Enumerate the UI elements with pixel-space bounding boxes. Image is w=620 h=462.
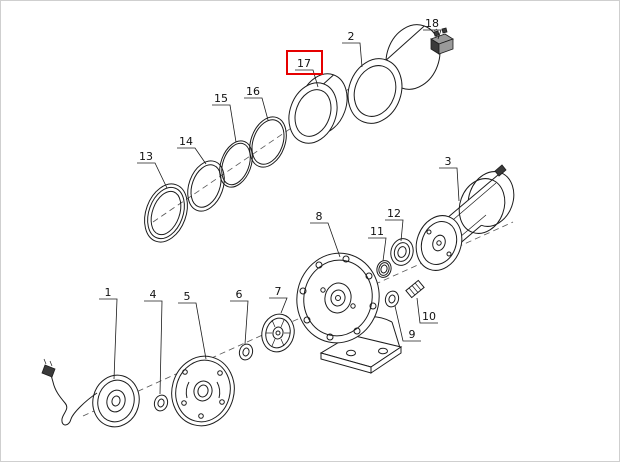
highlight-box[interactable]: [286, 50, 323, 75]
part-15-ring: [219, 140, 253, 188]
callout-8[interactable]: 8: [316, 210, 323, 223]
callout-2-leader: [342, 42, 363, 68]
callout-16[interactable]: 16: [246, 85, 260, 98]
callout-5-leader: [178, 302, 207, 360]
part-9-washer: [384, 290, 400, 308]
callout-15[interactable]: 15: [214, 92, 228, 105]
callout-14[interactable]: 14: [179, 135, 193, 148]
callout-8-leader: [310, 222, 341, 258]
callout-17-leader: [295, 69, 319, 88]
callout-14-leader: [177, 147, 207, 165]
callout-3-leader: [439, 167, 460, 202]
callout-5[interactable]: 5: [184, 290, 191, 303]
callout-9[interactable]: 9: [409, 328, 416, 341]
callout-1[interactable]: 1: [105, 286, 112, 299]
callout-labels: 1 2 3 4 5 6 7 8 9 10 11 12 13 14 15 16 1…: [105, 17, 452, 341]
callout-18[interactable]: 18: [425, 17, 439, 30]
part-16-ring: [249, 116, 287, 168]
callout-2[interactable]: 2: [348, 30, 355, 43]
callout-15-leader: [212, 104, 237, 143]
part-10-shaft: [405, 279, 425, 299]
callout-10[interactable]: 10: [422, 310, 436, 323]
callout-10-leader: [416, 297, 438, 324]
part-2-drum: [347, 24, 441, 124]
callout-17[interactable]: 17: [297, 57, 311, 70]
callout-1-leader: [99, 298, 118, 380]
part-8-housing: [296, 252, 403, 374]
callout-6-leader: [230, 300, 249, 345]
lead-wire: [50, 374, 98, 426]
part-11-nut: [376, 260, 392, 278]
part-17-ring: [288, 73, 348, 144]
callout-7-leader: [269, 297, 288, 314]
callout-16-leader: [244, 97, 269, 121]
callout-3[interactable]: 3: [445, 155, 452, 168]
callout-9-leader: [394, 305, 421, 342]
callout-12[interactable]: 12: [387, 207, 401, 220]
part-7-impeller: [261, 313, 295, 353]
callout-7[interactable]: 7: [275, 285, 282, 298]
callout-11[interactable]: 11: [370, 225, 384, 238]
callout-4-leader: [144, 300, 163, 395]
callout-4[interactable]: 4: [150, 288, 157, 301]
callout-13-leader: [137, 162, 168, 189]
callout-12-leader: [385, 219, 404, 242]
part-4-washer: [153, 394, 169, 412]
callout-leaders: [99, 29, 460, 395]
part-18-terminal-block: [430, 27, 454, 55]
part-6-washer: [238, 343, 254, 361]
part-14-ring: [187, 160, 225, 212]
callout-11-leader: [368, 237, 387, 262]
part-5-plate: [171, 355, 235, 427]
part-3-motor: [415, 164, 515, 271]
part-12-bearing: [390, 238, 414, 266]
part-13-ring: [144, 183, 188, 243]
part-1-clutch-coil: [41, 358, 140, 428]
callout-13[interactable]: 13: [139, 150, 153, 163]
wire-connector: [41, 364, 56, 378]
callout-18-leader: [423, 29, 442, 40]
callout-6[interactable]: 6: [236, 288, 243, 301]
